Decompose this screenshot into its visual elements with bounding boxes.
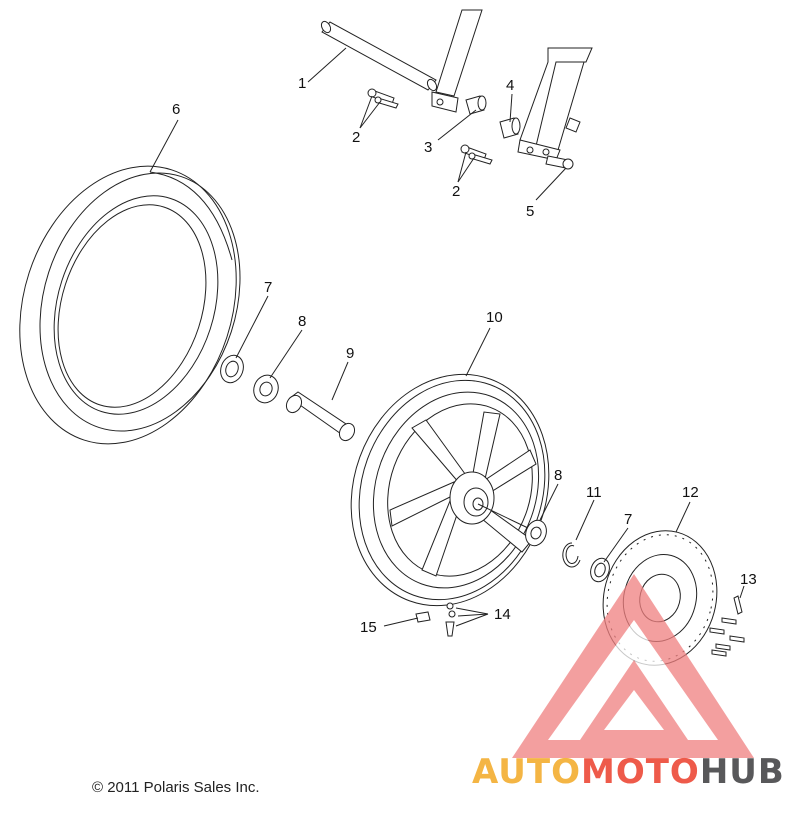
fork-right	[517, 47, 593, 161]
callout-11: 11	[586, 484, 602, 501]
callout-8b: 8	[554, 467, 562, 484]
callout-2b: 2	[452, 183, 460, 200]
bearing-right	[525, 519, 547, 547]
pinch-bolt	[545, 155, 574, 170]
callout-10: 10	[486, 309, 503, 326]
spacer-tube	[285, 391, 356, 442]
callout-7b: 7	[624, 511, 632, 528]
bearing-left	[253, 374, 279, 404]
copyright-text: © 2011 Polaris Sales Inc.	[92, 779, 260, 796]
bolts-lower	[460, 144, 493, 165]
tire	[19, 165, 241, 445]
seal-right	[590, 557, 610, 583]
callout-1: 1	[298, 75, 306, 92]
callout-5: 5	[526, 203, 534, 220]
valve-parts	[445, 602, 456, 637]
snap-ring	[562, 542, 581, 568]
wheel	[350, 373, 550, 607]
bolts-upper	[367, 88, 399, 109]
fork-left	[431, 9, 483, 113]
disc-bolts	[709, 595, 745, 657]
callout-3: 3	[424, 139, 432, 156]
watermark-triangle-logo	[512, 574, 754, 758]
callout-12: 12	[682, 484, 699, 501]
watermark-brand: AUTOMOTOHUB	[472, 752, 785, 792]
spacer-4	[499, 117, 521, 139]
spacer-3	[465, 95, 487, 115]
callout-9: 9	[346, 345, 354, 362]
brand-hub: HUB	[699, 752, 785, 792]
callouts: 1 2 3 2 4 5 6 7 8 9 10 8 11 7 12 13 14 1…	[172, 75, 757, 636]
callout-15: 15	[360, 619, 377, 636]
brand-auto: AUTO	[472, 752, 581, 792]
balance-weight	[415, 611, 431, 623]
callout-13: 13	[740, 571, 757, 588]
callout-2a: 2	[352, 129, 360, 146]
callout-14: 14	[494, 606, 511, 623]
brand-moto: MOTO	[580, 752, 700, 792]
callout-4: 4	[506, 77, 514, 94]
callout-7a: 7	[264, 279, 272, 296]
callout-8a: 8	[298, 313, 306, 330]
callout-6: 6	[172, 101, 180, 118]
seal-left	[220, 354, 244, 384]
leader-lines	[149, 47, 745, 627]
axle	[320, 20, 438, 92]
